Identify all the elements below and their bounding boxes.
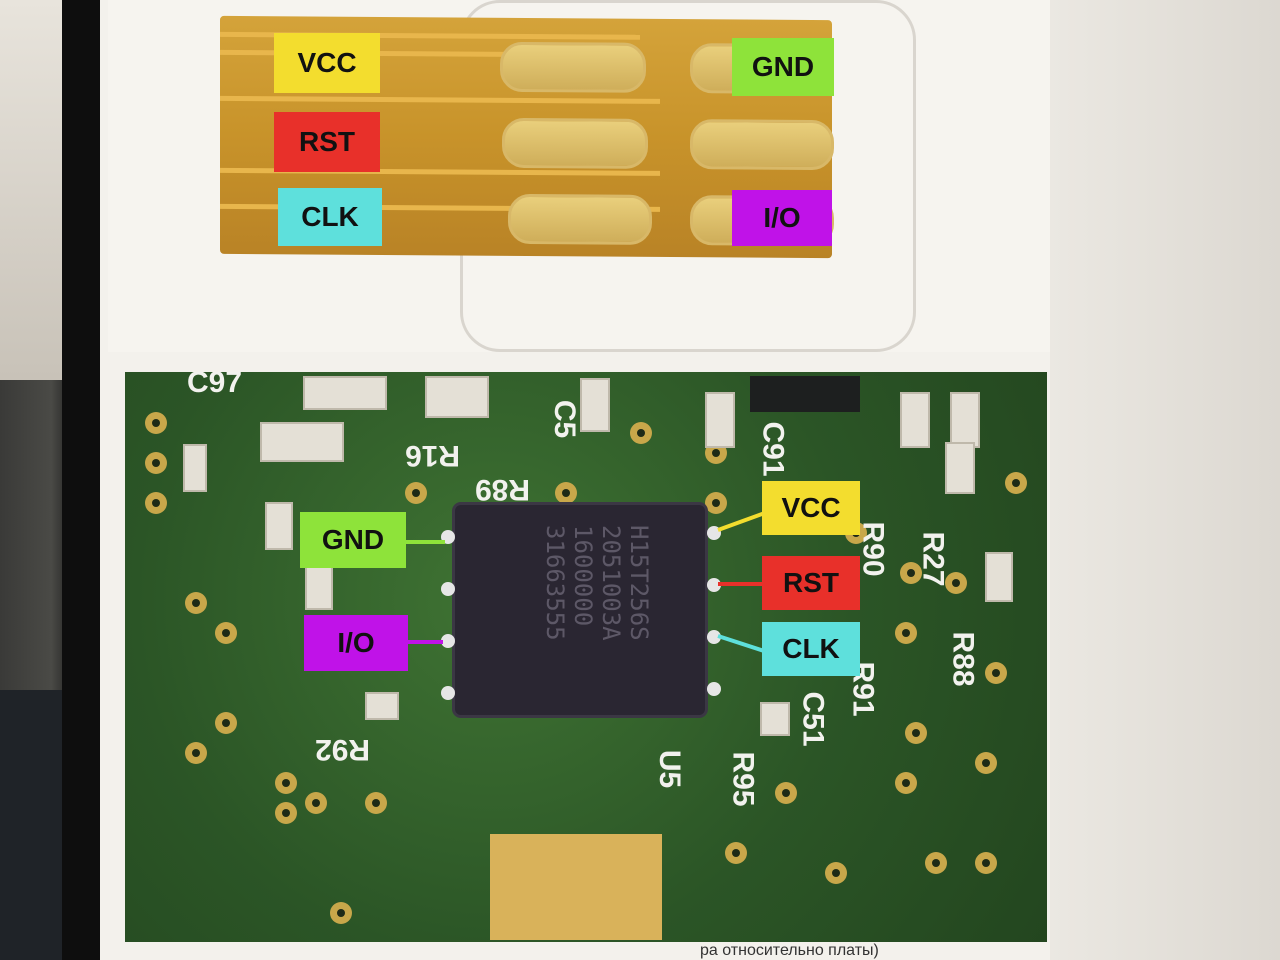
smd-resistor xyxy=(760,702,790,736)
via xyxy=(555,482,577,504)
via xyxy=(330,902,352,924)
via xyxy=(145,412,167,434)
via xyxy=(900,562,922,584)
label-rst-board: RST xyxy=(762,556,860,610)
via xyxy=(630,422,652,444)
contact-pad xyxy=(508,193,652,245)
wire-io xyxy=(405,640,443,644)
via xyxy=(145,452,167,474)
silk-r92: R92 xyxy=(315,733,371,766)
flex-connector-photo: VCC RST CLK GND I/O xyxy=(108,0,1050,352)
screen-right-area xyxy=(1050,0,1280,960)
via xyxy=(365,792,387,814)
secure-element-chip: H15T256S 2051003A 1600000 31663555 xyxy=(455,505,705,715)
wire-rst xyxy=(718,582,766,586)
via xyxy=(405,482,427,504)
via xyxy=(275,772,297,794)
label-io-board: I/O xyxy=(304,615,408,671)
board-photo: C97 C5 R16 R89 C91 R90 R27 R88 R92 R91 C… xyxy=(125,372,1047,942)
silk-r90: R90 xyxy=(856,521,890,577)
chip-marking-line: 31663555 xyxy=(541,525,569,641)
contact-pad xyxy=(690,119,834,171)
via xyxy=(975,752,997,774)
gold-test-pad xyxy=(490,834,662,940)
smd-capacitor xyxy=(260,422,344,462)
silk-c91: C91 xyxy=(756,421,790,477)
smd-resistor xyxy=(580,378,610,432)
via xyxy=(145,492,167,514)
label-gnd-board: GND xyxy=(300,512,406,568)
silk-r16: R16 xyxy=(405,439,461,472)
wire-gnd xyxy=(405,540,445,544)
footer-text: ра относительно платы) xyxy=(700,942,879,959)
label-clk-top: CLK xyxy=(278,188,382,246)
chip-pin xyxy=(441,582,455,596)
via xyxy=(705,492,727,514)
via xyxy=(215,622,237,644)
label-gnd-top: GND xyxy=(732,38,834,96)
monitor-bezel xyxy=(62,0,102,960)
via xyxy=(895,772,917,794)
via xyxy=(185,592,207,614)
label-io-top: I/O xyxy=(732,190,832,246)
chip-marking-line: 2051003A xyxy=(597,525,625,641)
smd-resistor xyxy=(950,392,980,448)
chip-pin xyxy=(707,682,721,696)
smd-resistor xyxy=(265,502,293,550)
via xyxy=(985,662,1007,684)
smd-resistor xyxy=(305,562,333,610)
silk-c51: C51 xyxy=(796,691,830,747)
background-paper xyxy=(0,0,62,380)
via xyxy=(725,842,747,864)
smd-resistor xyxy=(705,392,735,448)
silk-c5: C5 xyxy=(548,399,582,439)
chip-marking-line: 1600000 xyxy=(569,525,597,627)
via xyxy=(825,862,847,884)
smd-capacitor xyxy=(303,376,387,410)
chip-pin xyxy=(707,578,721,592)
chip-marking-line: H15T256S xyxy=(625,525,653,641)
via xyxy=(1005,472,1027,494)
trace xyxy=(220,95,660,104)
smd-resistor xyxy=(900,392,930,448)
contact-pad xyxy=(500,41,646,93)
smd-resistor xyxy=(365,692,399,720)
via xyxy=(775,782,797,804)
silk-u5: U5 xyxy=(653,749,687,789)
via xyxy=(925,852,947,874)
smd-resistor xyxy=(183,444,207,492)
chip-pin xyxy=(707,630,721,644)
silk-r88: R88 xyxy=(946,631,980,687)
via xyxy=(905,722,927,744)
via xyxy=(215,712,237,734)
smd-resistor xyxy=(945,442,975,494)
silk-c97: C97 xyxy=(187,372,243,399)
via xyxy=(945,572,967,594)
chip-pin xyxy=(441,686,455,700)
background-cable xyxy=(0,690,70,960)
silk-r27: R27 xyxy=(916,531,950,587)
label-vcc-board: VCC xyxy=(762,481,860,535)
via xyxy=(975,852,997,874)
via xyxy=(275,802,297,824)
contact-pad xyxy=(502,117,648,169)
via xyxy=(895,622,917,644)
smd-capacitor xyxy=(425,376,489,418)
via xyxy=(305,792,327,814)
smd-resistor xyxy=(985,552,1013,602)
label-vcc-top: VCC xyxy=(274,33,380,93)
chip-pin xyxy=(441,634,455,648)
silk-r95: R95 xyxy=(726,751,760,807)
label-rst-top: RST xyxy=(274,112,380,172)
smd-transistor xyxy=(750,376,860,412)
label-clk-board: CLK xyxy=(762,622,860,676)
silk-r89: R89 xyxy=(475,473,531,506)
via xyxy=(185,742,207,764)
